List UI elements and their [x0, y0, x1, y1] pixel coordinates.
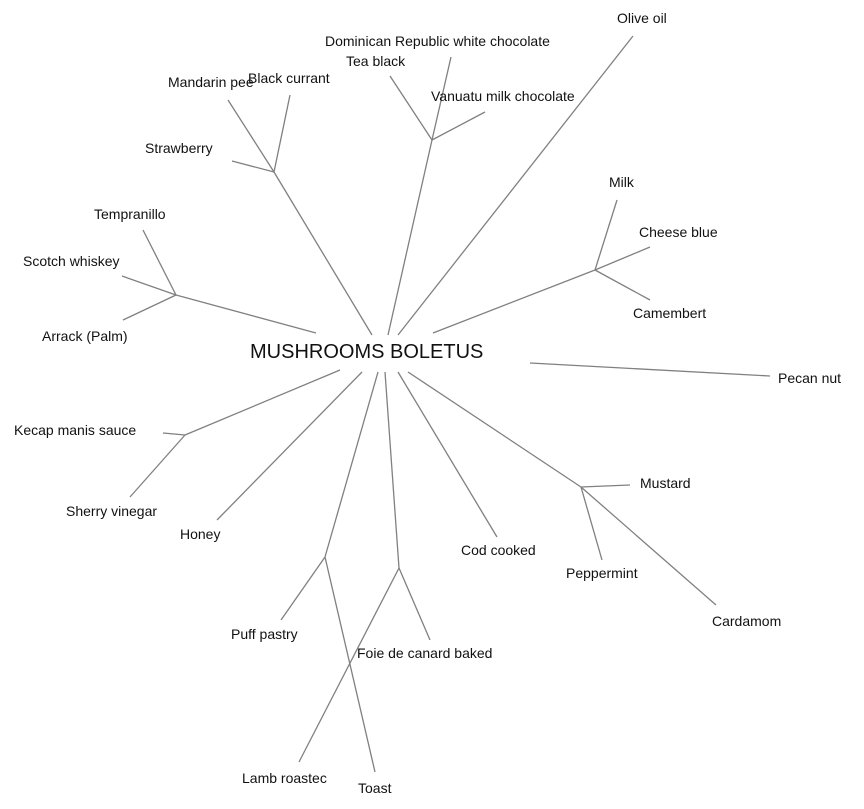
- leaf-black-currant: Black currant: [248, 70, 330, 86]
- tree-edge: [324, 556, 376, 773]
- leaf-mandarin: Mandarin pee: [168, 74, 254, 90]
- tree-edge: [184, 369, 341, 436]
- tree-edge: [129, 434, 186, 498]
- leaf-toast: Toast: [358, 780, 392, 796]
- tree-edge: [231, 160, 275, 173]
- tree-edge: [397, 371, 498, 538]
- tree-edge: [216, 371, 363, 521]
- root-label: MUSHROOMS BOLETUS: [250, 341, 483, 363]
- leaf-pecan: Pecan nut: [778, 370, 841, 386]
- tree-edge: [142, 229, 177, 296]
- tree-edge: [594, 269, 651, 301]
- tree-edge: [431, 111, 486, 141]
- leaf-foie: Foie de canard baked: [357, 645, 492, 661]
- tree-edge: [227, 99, 275, 173]
- tree-edge: [432, 269, 596, 334]
- leaf-milk: Milk: [609, 174, 635, 190]
- tree-edge: [397, 35, 634, 336]
- leaf-arrack: Arrack (Palm): [42, 328, 128, 344]
- leaf-vanuatu: Vanuatu milk chocolate: [431, 88, 575, 104]
- tree-edge: [580, 486, 603, 561]
- tree-edge: [431, 56, 452, 141]
- leaf-dominican: Dominican Republic white chocolate: [325, 33, 550, 49]
- tree-edge: [529, 362, 771, 377]
- tree-edges: [121, 35, 771, 773]
- tree-edge: [273, 94, 291, 173]
- leaf-kecap: Kecap manis sauce: [14, 422, 136, 438]
- tree-edge: [580, 486, 717, 606]
- leaf-strawberry: Strawberry: [145, 140, 213, 156]
- tree-edge: [121, 275, 177, 296]
- leaf-tempranillo: Tempranillo: [94, 206, 166, 222]
- tree-edge: [280, 556, 326, 621]
- leaf-tea-black: Tea black: [346, 53, 406, 69]
- leaf-cardamom: Cardamom: [712, 613, 781, 629]
- tree-edge: [384, 371, 400, 569]
- tree-edge: [398, 567, 431, 641]
- tree-edge: [162, 432, 186, 436]
- leaf-camembert: Camembert: [633, 305, 706, 321]
- leaf-cheese-blue: Cheese blue: [639, 224, 718, 240]
- tree-edge: [273, 171, 373, 336]
- tree-edge: [389, 75, 433, 141]
- leaf-lamb: Lamb roastec: [242, 770, 327, 786]
- leaf-honey: Honey: [180, 526, 220, 542]
- leaf-mustard: Mustard: [640, 475, 691, 491]
- tree-edge: [594, 199, 618, 271]
- tree-edge: [580, 484, 631, 488]
- tree-edge: [387, 139, 433, 336]
- tree-edge: [298, 567, 400, 763]
- leaf-olive-oil: Olive oil: [617, 10, 667, 26]
- tree-edge: [407, 371, 582, 488]
- leaf-peppermint: Peppermint: [566, 565, 638, 581]
- leaf-puff: Puff pastry: [231, 626, 298, 642]
- leaf-cod: Cod cooked: [461, 542, 536, 558]
- tree-edge: [175, 294, 317, 334]
- leaf-sherry: Sherry vinegar: [66, 503, 157, 519]
- leaf-scotch: Scotch whiskey: [23, 253, 119, 269]
- tree-edge: [324, 371, 379, 558]
- tree-edge: [122, 294, 177, 321]
- tree-edge: [594, 246, 651, 271]
